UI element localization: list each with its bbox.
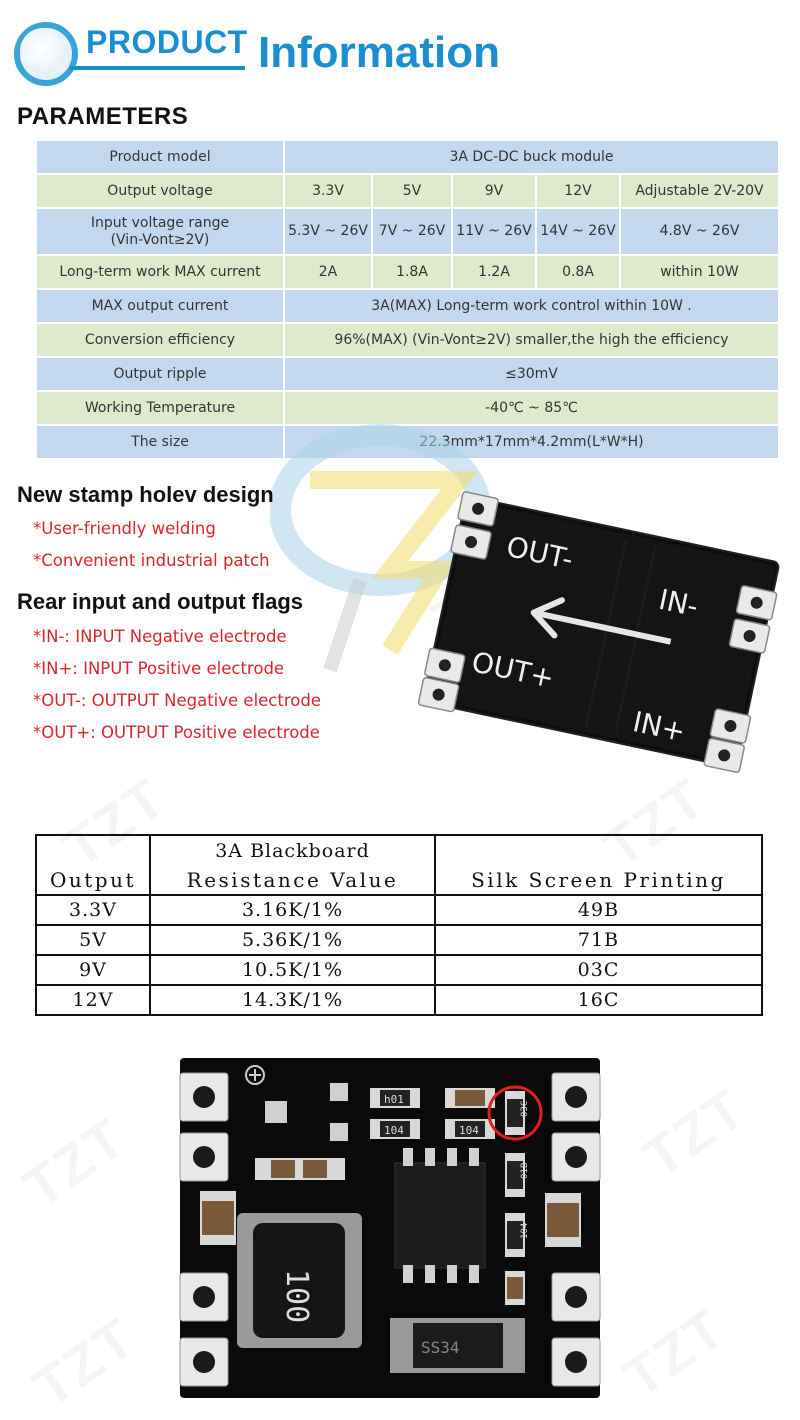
param-label: MAX output current [35,288,285,324]
parameters-title: PARAMETERS [17,103,189,130]
param-value: 3A(MAX) Long-term work control within 10… [283,288,780,324]
param-label: Long-term work MAX current [35,254,285,290]
table-header-row: 3A Blackboard [35,834,763,865]
highlight-circle [487,1085,543,1141]
resistor-label: 104 [459,1124,479,1137]
information-word: Information [258,28,500,77]
param-value: 11V ~ 26V [451,207,537,256]
inductor-label: 100 [279,1269,314,1323]
table-cell: 3.3V [35,894,151,926]
table-row: 9V 10.5K/1% 03C [35,954,763,986]
table-row: MAX output current 3A(MAX) Long-term wor… [35,288,780,324]
table-row: 3.3V 3.16K/1% 49B [35,894,763,926]
header-cell-empty [434,834,763,865]
table-cell: 5.36K/1% [149,924,436,956]
parameters-table: Product model 3A DC-DC buck module Outpu… [35,139,780,460]
resistor-label: 104 [520,1223,530,1239]
param-value: 5V [371,173,453,209]
resistor-label: 01B [520,1163,530,1179]
param-value: 96%(MAX) (Vin-Vont≥2V) smaller,the high … [283,322,780,358]
param-value: 5.3V ~ 26V [283,207,373,256]
param-value: 3A DC-DC buck module [283,139,780,175]
resistor-label: 104 [384,1124,404,1137]
param-value: 3.3V [283,173,373,209]
param-value: 22.3mm*17mm*4.2mm(L*W*H) [283,424,780,460]
board-front-photo: h01 104 104 03C 01B 104 [175,1053,605,1403]
feature-item: *OUT-: OUTPUT Negative electrode [33,691,321,710]
feature-item: *User-friendly welding [33,519,216,538]
header-cell-empty [35,834,151,865]
header-underline [70,66,245,70]
param-label: The size [35,424,285,460]
column-header: Silk Screen Printing [434,865,763,896]
resistor-label: h01 [384,1093,404,1106]
header-banner: PRODUCT Information [0,0,800,100]
table-row: Product model 3A DC-DC buck module [35,139,780,175]
group-header: 3A Blackboard [149,834,436,865]
param-label: Output voltage [35,173,285,209]
param-label-line: Input voltage range [90,214,230,231]
feature-item: *Convenient industrial patch [33,551,270,570]
feature-item: *IN+: INPUT Positive electrode [33,659,285,678]
table-row: Input voltage range (Vin-Vont≥2V) 5.3V ~… [35,207,780,256]
flags-title: Rear input and output flags [17,589,303,614]
diode-label: SS34 [421,1338,460,1357]
stamp-hole-title: New stamp holev design [17,482,274,507]
table-cell: 10.5K/1% [149,954,436,986]
logo-bubble-icon [20,28,66,74]
table-row: Working Temperature -40℃ ~ 85℃ [35,390,780,426]
param-label: Product model [35,139,285,175]
param-value: 9V [451,173,537,209]
watermark: TZT [11,1105,137,1221]
param-value: 12V [535,173,621,209]
table-row: The size 22.3mm*17mm*4.2mm(L*W*H) [35,424,780,460]
table-cell: 5V [35,924,151,956]
resistance-table: 3A Blackboard Output Resistance Value Si… [35,834,763,1016]
param-label-line: (Vin-Vont≥2V) [110,231,210,248]
column-header: Resistance Value [149,865,436,896]
table-row: 12V 14.3K/1% 16C [35,984,763,1016]
table-header-row: Output Resistance Value Silk Screen Prin… [35,865,763,896]
param-label: Output ripple [35,356,285,392]
param-label: Working Temperature [35,390,285,426]
board-back-photo: OUT- IN- OUT+ IN+ [410,488,800,788]
param-label: Input voltage range (Vin-Vont≥2V) [35,207,285,256]
param-value: 2A [283,254,373,290]
table-row: Conversion efficiency 96%(MAX) (Vin-Vont… [35,322,780,358]
table-row: 5V 5.36K/1% 71B [35,924,763,956]
param-value: 7V ~ 26V [371,207,453,256]
table-row: Output ripple ≤30mV [35,356,780,392]
table-cell: 49B [434,894,763,926]
param-value: -40℃ ~ 85℃ [283,390,780,426]
table-cell: 12V [35,984,151,1016]
param-value: 14V ~ 26V [535,207,621,256]
feature-item: *OUT+: OUTPUT Positive electrode [33,723,320,742]
param-value: 1.8A [371,254,453,290]
watermark: TZT [631,1075,757,1191]
product-word: PRODUCT [86,24,248,60]
param-value: ≤30mV [283,356,780,392]
param-value: 4.8V ~ 26V [619,207,780,256]
column-header: Output [35,865,151,896]
param-label: Conversion efficiency [35,322,285,358]
watermark: TZT [21,1305,147,1420]
resistor-label: 03C [520,1101,530,1117]
table-cell: 14.3K/1% [149,984,436,1016]
table-cell: 9V [35,954,151,986]
watermark: TZT [611,1295,737,1411]
table-row: Long-term work MAX current 2A 1.8A 1.2A … [35,254,780,290]
param-value: 0.8A [535,254,621,290]
table-row: Output voltage 3.3V 5V 9V 12V Adjustable… [35,173,780,209]
feature-item: *IN-: INPUT Negative electrode [33,627,287,646]
param-value: Adjustable 2V-20V [619,173,780,209]
table-cell: 3.16K/1% [149,894,436,926]
table-cell: 71B [434,924,763,956]
table-cell: 03C [434,954,763,986]
table-cell: 16C [434,984,763,1016]
in-minus-label: IN- [656,583,701,623]
param-value: 1.2A [451,254,537,290]
param-value: within 10W [619,254,780,290]
